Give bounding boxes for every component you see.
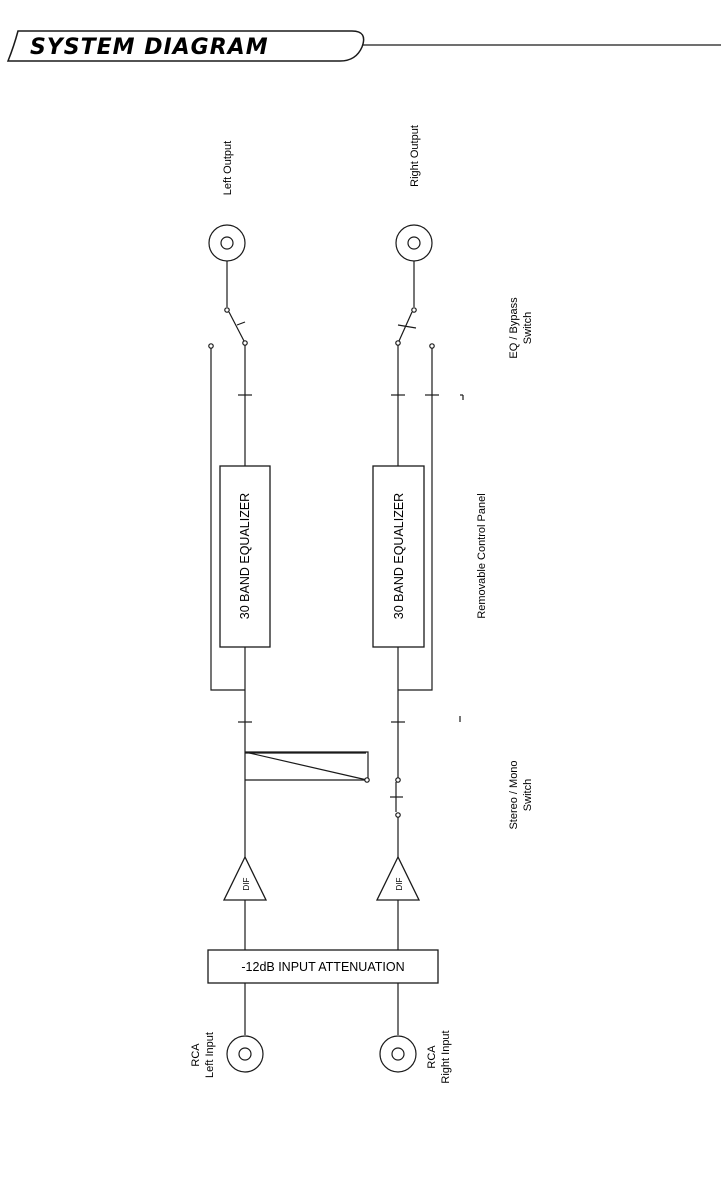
eq-bypass-switch-label: EQ / Bypass Switch [508,297,534,359]
svg-text:Switch: Switch [522,779,534,811]
right-input-jack [379,1035,417,1073]
stereo-mono-switch-label: Stereo / Mono Switch [508,760,534,829]
header-frame [6,30,365,62]
right-equalizer: 30 BAND EQUALIZER [372,465,425,648]
svg-text:Stereo / Mono: Stereo / Mono [508,760,520,829]
left-input-label: RCA Left Input [190,1032,216,1078]
header-banner: SYSTEM DIAGRAM [6,30,721,62]
left-dif-label: DIF [242,877,251,890]
right-dif-amplifier: DIF [375,855,421,901]
svg-text:Right Input: Right Input [440,1030,452,1083]
svg-text:EQ / Bypass: EQ / Bypass [508,297,520,359]
left-channel-wiring [208,261,369,1035]
svg-text:RCA: RCA [426,1045,438,1069]
right-output-jack [395,224,433,262]
removable-control-panel-label: Removable Control Panel [476,493,488,618]
right-equalizer-label: 30 BAND EQUALIZER [392,493,406,619]
svg-text:Switch: Switch [522,312,534,344]
left-dif-amplifier: DIF [222,855,268,901]
input-attenuation-label: -12dB INPUT ATTENUATION [241,960,404,974]
right-input-label: RCA Right Input [426,1030,452,1083]
right-channel-wiring [364,261,464,1035]
right-dif-label: DIF [395,877,404,890]
left-equalizer-label: 30 BAND EQUALIZER [238,493,252,619]
input-attenuation-box: -12dB INPUT ATTENUATION [207,949,439,984]
svg-text:RCA: RCA [190,1043,202,1067]
svg-text:Left Input: Left Input [204,1032,216,1078]
left-equalizer: 30 BAND EQUALIZER [219,465,271,648]
page-title: SYSTEM DIAGRAM [30,35,269,60]
left-output-label: Left Output [222,141,234,195]
right-output-label: Right Output [409,125,421,187]
left-output-jack [208,224,246,262]
left-input-jack [226,1035,264,1073]
